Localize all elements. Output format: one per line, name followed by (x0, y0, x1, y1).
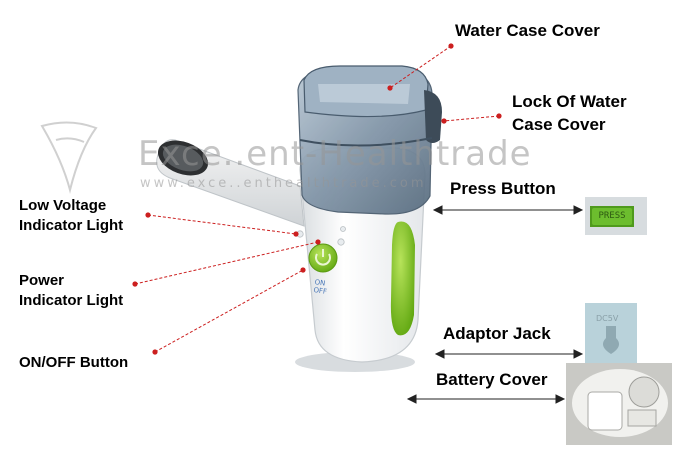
label-water-case-cover: Water Case Cover (455, 21, 600, 40)
lock-clip (424, 90, 442, 143)
leader-dots (132, 43, 502, 355)
dc-label: DC5V (596, 314, 619, 323)
watermark-url: www.exce..enthealthtrade.com (140, 176, 427, 191)
watermark-title: Exce..ent-Healthtrade (138, 134, 532, 174)
label-adaptor-jack: Adaptor Jack (443, 324, 551, 343)
power-button[interactable] (308, 243, 338, 273)
pointer-arrows (406, 205, 584, 404)
label-power-indicator: Power Indicator Light (19, 272, 124, 309)
label-lock-of-water-case-cover: Lock Of Water Case Cover (512, 92, 627, 134)
onoff-device-text: ON OFF (312, 278, 328, 296)
press-badge-text: PRESS (592, 208, 632, 225)
power-icon (315, 253, 331, 266)
label-press-button: Press Button (450, 179, 556, 198)
leader-lines (134, 45, 500, 353)
green-side-grip (390, 221, 415, 336)
power-light (337, 238, 345, 246)
label-onoff-button: ON/OFF Button (19, 354, 129, 371)
jack-socket-icon (602, 326, 620, 354)
label-low-voltage-indicator: Low Voltage Indicator Light (19, 197, 124, 234)
label-battery-cover: Battery Cover (436, 370, 548, 389)
